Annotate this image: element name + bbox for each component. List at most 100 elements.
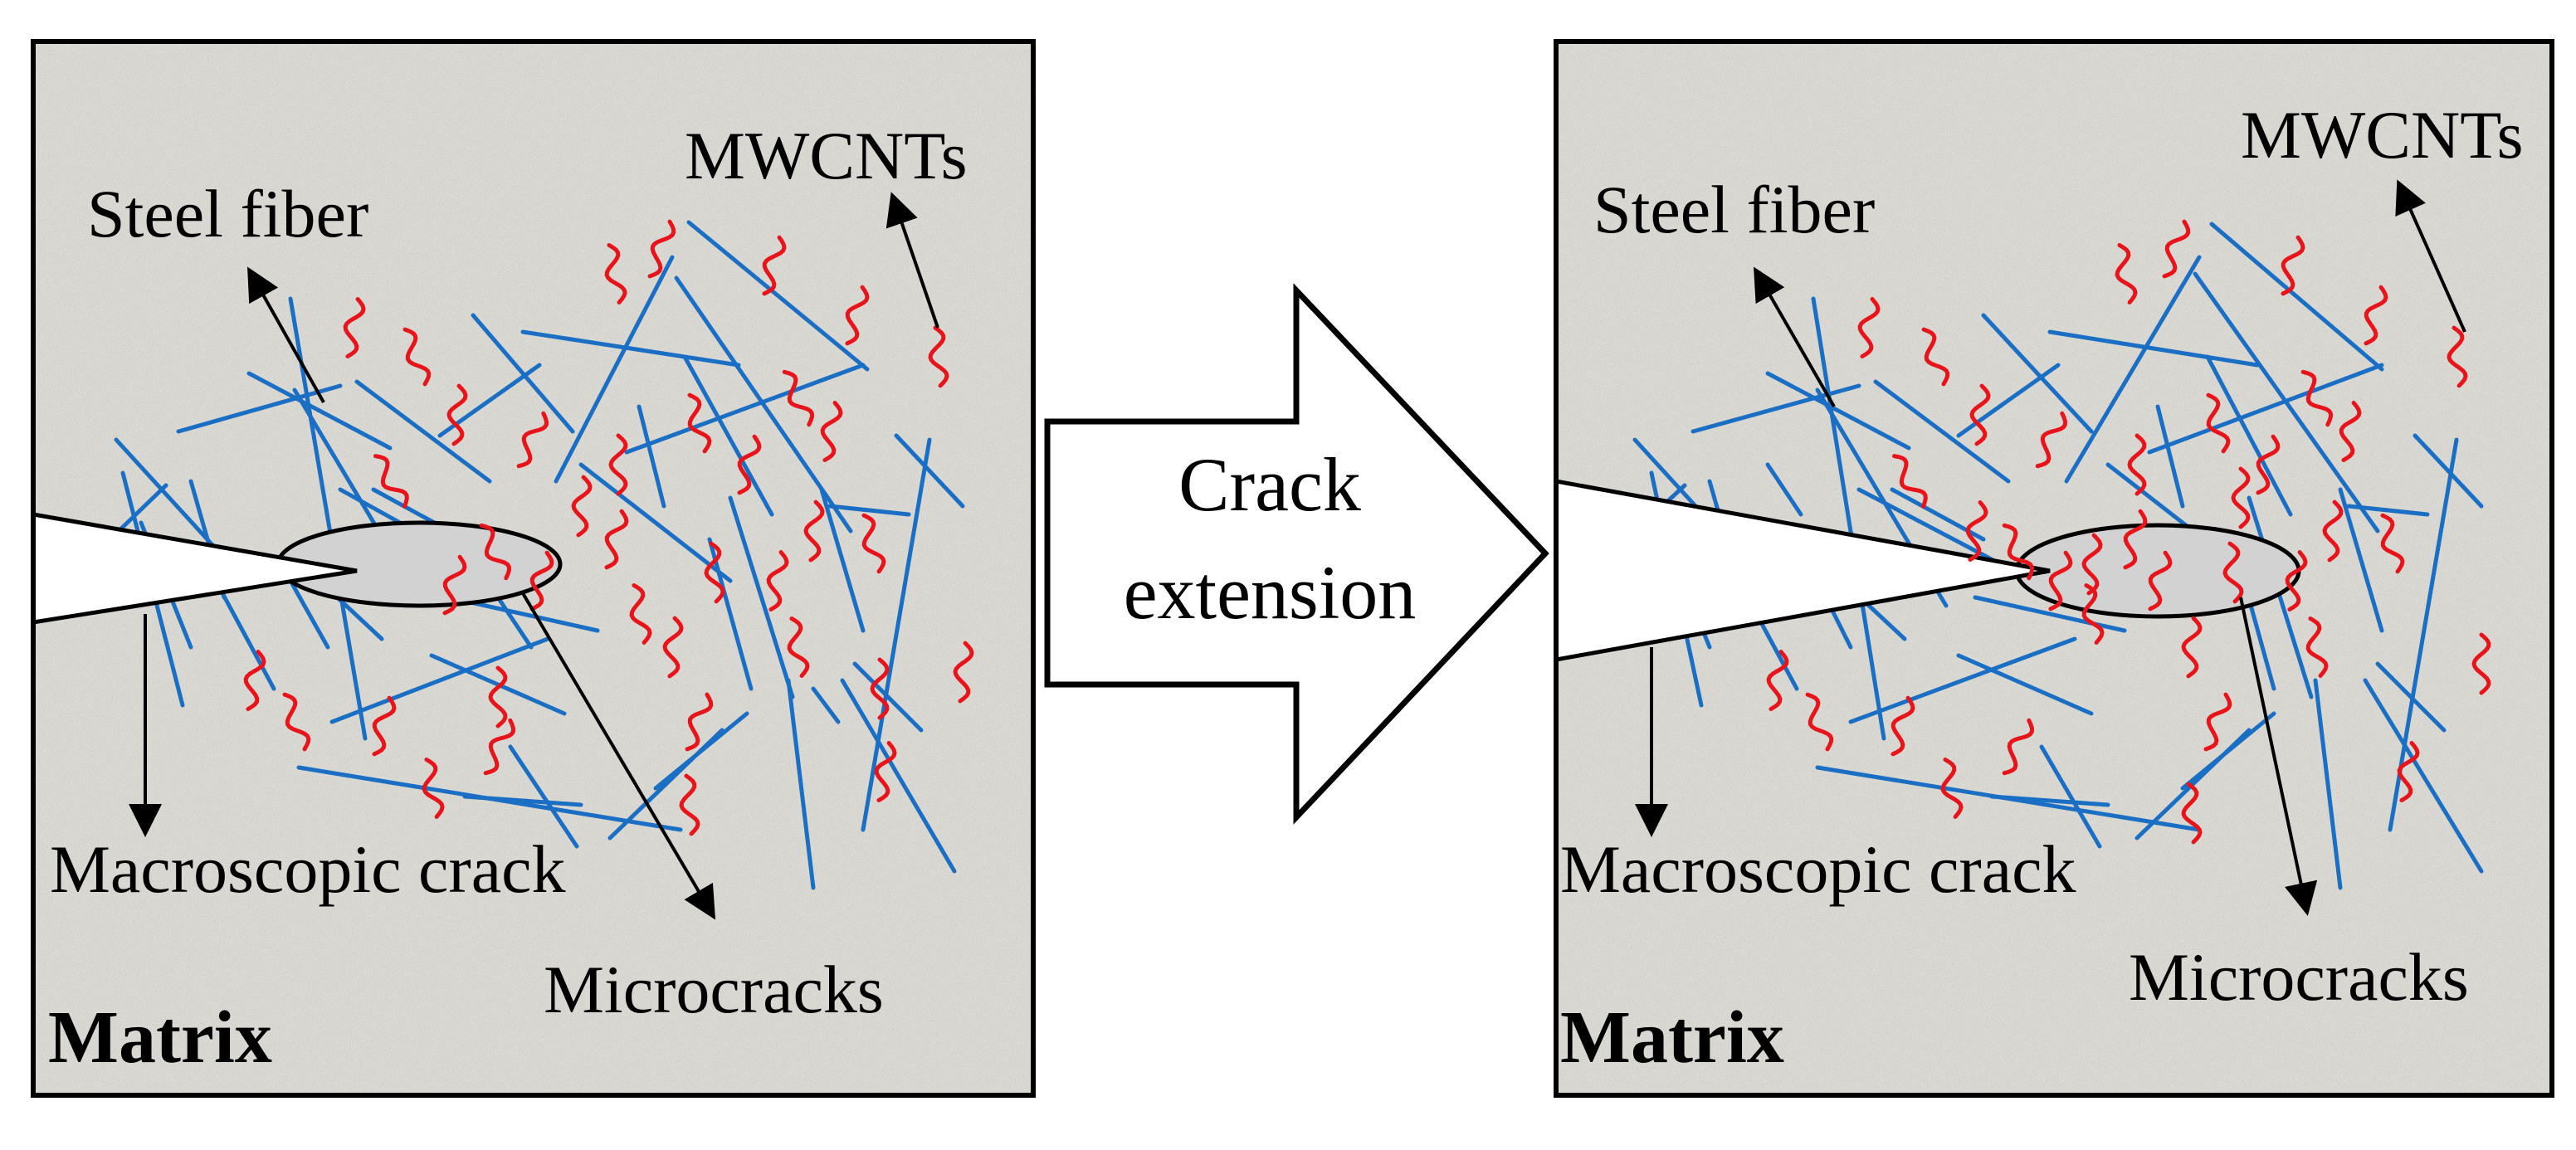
steel-fiber-line	[2147, 363, 2384, 455]
steel-fiber-line	[840, 678, 957, 874]
steel-fiber-line	[2338, 487, 2384, 633]
mwcnt-tube	[373, 454, 409, 509]
mwcnt-tube	[953, 641, 974, 704]
microcracks-label: Microcracks	[544, 952, 884, 1027]
mwcnt-tube	[422, 758, 445, 819]
mwcnt-tube	[2305, 616, 2329, 678]
steel-fiber-line	[2064, 255, 2202, 484]
steel-fiber-line	[728, 495, 795, 699]
mwcnt-tube	[679, 773, 700, 836]
right-panel	[1554, 39, 2554, 1098]
mwcnt-tube	[516, 411, 549, 469]
mwcnt-tube	[2162, 219, 2191, 279]
mwcnt-tube	[442, 554, 467, 616]
macroscopic-crack-label: Macroscopic crack	[1560, 831, 2076, 907]
steel-fiber-line	[819, 487, 866, 633]
steel-fiber-line	[607, 728, 724, 841]
steel-fiber-line	[288, 578, 330, 650]
mwcnt-tube	[2002, 523, 2034, 581]
mwcnt-tube	[2002, 718, 2034, 776]
steel-fiber-line	[811, 686, 841, 724]
right-labels: MWCNTs Steel fiber Macroscopic crack Mic…	[1560, 97, 2524, 1079]
matrix-label: Matrix	[1560, 997, 1784, 1079]
steel-fiber-line	[682, 354, 774, 517]
mwcnt-tube	[766, 550, 789, 612]
steel-fiber-line	[2047, 329, 2260, 368]
mwcnt-tube	[479, 523, 511, 581]
steel-fiber-line	[2247, 495, 2314, 699]
left-labels: MWCNTs Steel fiber Macroscopic crack Mic…	[48, 118, 968, 1079]
mwcnt-tube	[1969, 383, 1991, 446]
steel-fiber-line	[429, 653, 567, 716]
mwcnt-tube	[2181, 782, 2203, 845]
panel-border	[1554, 39, 2554, 1098]
macroscopic-crack-wedge	[1556, 479, 2051, 662]
mwcnt-tube	[2300, 369, 2333, 427]
mwcnt-tube	[2148, 550, 2173, 612]
crack-extension-arrow: Crack extension	[1044, 283, 1549, 825]
steel-fiber-line	[1848, 636, 2077, 724]
steel-fiber-line	[707, 537, 754, 691]
mwcnts-label: MWCNTs	[685, 118, 968, 193]
mwcnt-tube	[782, 369, 814, 427]
mwcnt-tube	[2322, 499, 2344, 563]
mwcnt-tube	[2203, 692, 2232, 752]
mwcnt-tube	[820, 401, 843, 462]
steel-fiber-line	[2039, 744, 2102, 849]
steel-fiber-line	[213, 578, 276, 691]
steel-fiber-line	[508, 744, 579, 849]
steel-fiber-leader-arrow	[1754, 266, 1836, 407]
mwcnt-tube	[2081, 533, 2103, 596]
steel-fiber-line	[495, 595, 534, 650]
mwcnt-tube	[488, 665, 508, 728]
steel-fiber-line	[329, 636, 550, 724]
steel-fiber-label: Steel fiber	[87, 176, 368, 251]
mwcnt-tube	[1805, 692, 1834, 752]
steel-fiber-leader-arrow	[247, 266, 325, 403]
steel-fiber-line	[1989, 794, 2110, 807]
steel-fiber-line	[637, 404, 666, 509]
mwcnt-tube	[608, 433, 628, 496]
mwcnt-tube	[2281, 235, 2305, 296]
mwcnts-leader-arrow	[2395, 179, 2466, 333]
mwcnt-tube	[928, 325, 949, 388]
macroscopic-crack-label: Macroscopic crack	[50, 831, 566, 907]
steel-fiber-line	[354, 379, 492, 484]
mwcnt-tube	[2127, 433, 2147, 496]
steel-fiber-line	[1973, 595, 2127, 633]
microcracks-leader-arrow	[2239, 597, 2318, 916]
mwcnt-tube	[803, 499, 825, 563]
mwcnt-tube	[685, 692, 714, 752]
mwcnt-tube	[2380, 513, 2405, 574]
microcracks-leader-arrow	[521, 592, 716, 920]
mwcnt-tube	[1766, 650, 1789, 711]
steel-fiber-line	[852, 661, 924, 733]
mwcnt-tube	[2339, 401, 2362, 462]
mwcnt-tube	[845, 285, 870, 346]
steel-fiber-line	[462, 794, 583, 807]
mwcnt-tube	[282, 692, 311, 752]
steel-fiber-line	[786, 678, 816, 890]
mwcnt-tube	[1891, 695, 1915, 757]
steel-fiber-line	[2155, 404, 2185, 509]
mwcnt-tube	[647, 219, 676, 279]
steel-fiber-line	[827, 504, 911, 517]
right-panel-content	[1556, 219, 2491, 890]
mwcnt-tube	[2285, 550, 2308, 612]
steel-fiber-line	[288, 296, 368, 741]
macroscopic-crack-wedge	[33, 512, 358, 625]
mwcnt-tube	[1892, 454, 1928, 509]
mwcnt-tube	[372, 695, 397, 757]
steel-fiber-line	[2413, 433, 2484, 509]
mwcnt-tube	[343, 297, 366, 358]
mwcnt-tube	[1857, 297, 1881, 358]
mwcnt-tube	[446, 383, 468, 446]
steel-fiber-line	[1811, 296, 1886, 741]
mwcnt-tube	[2231, 466, 2251, 529]
steel-fiber-label: Steel fiber	[1593, 172, 1875, 247]
steel-fiber-line	[2363, 678, 2484, 874]
mwcnt-tube	[704, 541, 725, 604]
steel-fiber-line	[1690, 383, 1861, 434]
mwcnt-tube	[762, 235, 787, 296]
mwcnts-leader-arrow	[886, 192, 939, 329]
